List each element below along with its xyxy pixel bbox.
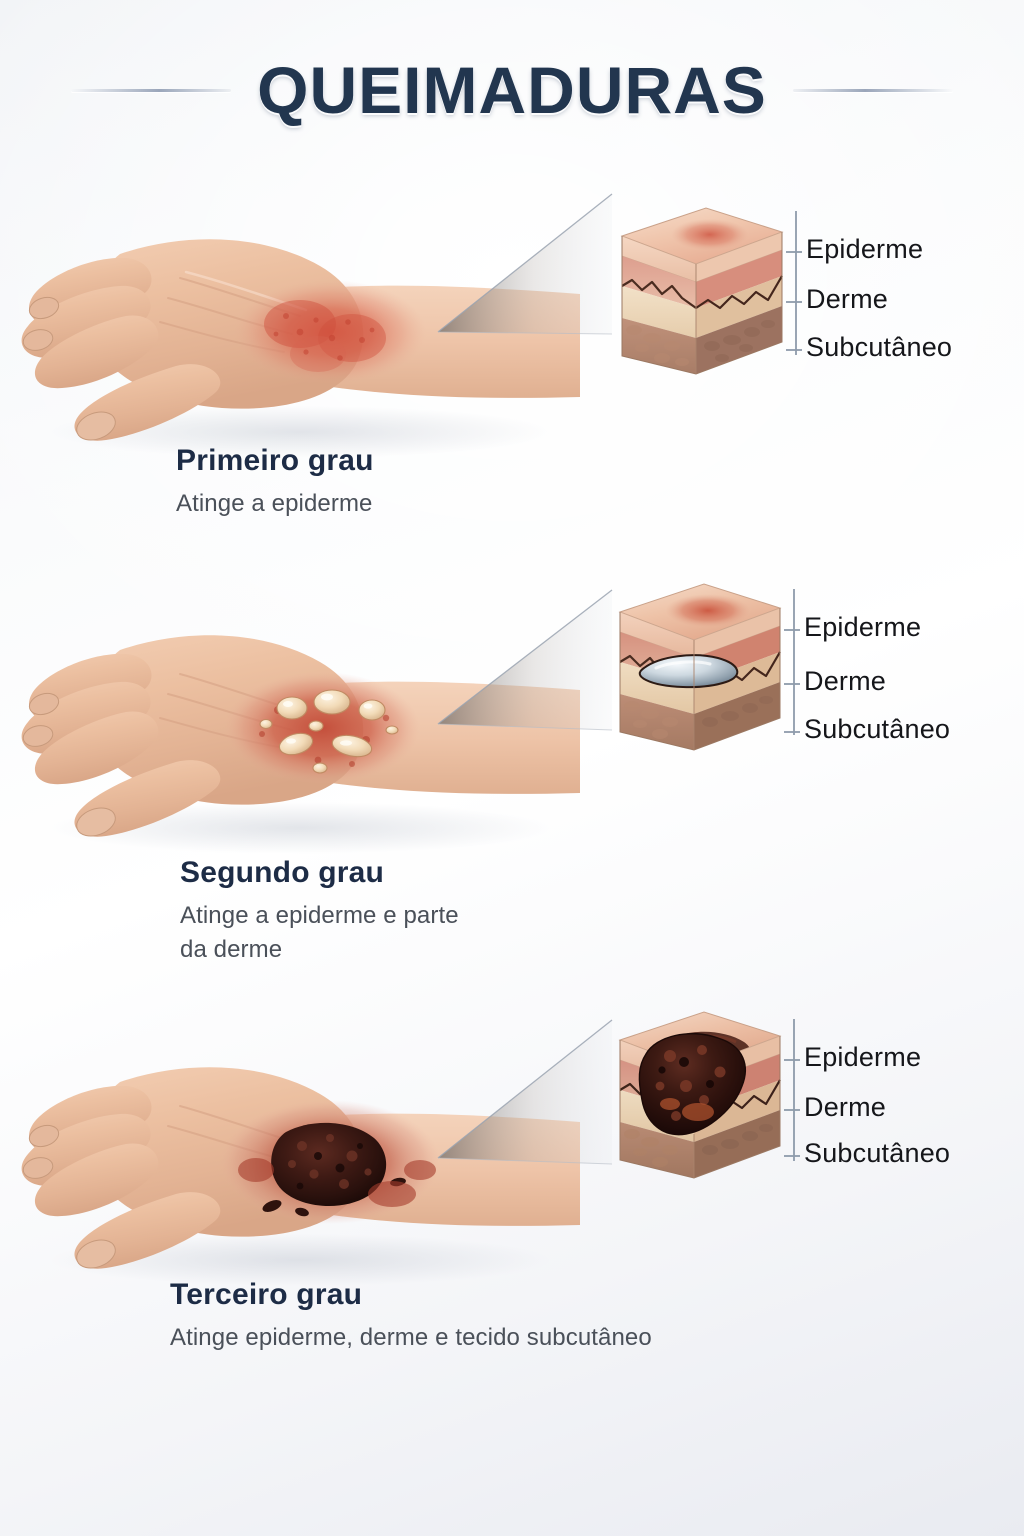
- layer-bracket-icon: [784, 1019, 800, 1161]
- section-second-degree: Epiderme Derme Subcutâneo Segundo grau A…: [0, 560, 1024, 990]
- caption-first-degree: Primeiro grau Atinge a epiderme: [176, 444, 374, 521]
- hand-first-degree-burn: [0, 182, 580, 482]
- layer-bracket-icon: [786, 211, 802, 355]
- label-subcutaneo: Subcutâneo: [804, 714, 951, 744]
- zoom-cone-icon: [437, 1019, 613, 1165]
- caption-title: Terceiro grau: [170, 1278, 363, 1311]
- label-epiderme: Epiderme: [804, 612, 922, 642]
- label-epiderme: Epiderme: [806, 234, 924, 264]
- skin-cross-section-second-degree: [598, 572, 798, 772]
- label-derme: Derme: [804, 666, 887, 696]
- page-title: QUEIMADURAS: [257, 53, 767, 127]
- hand-second-degree-burn: [0, 578, 580, 878]
- caption-description-line-1: Atinge a epiderme e parte: [180, 902, 459, 929]
- label-subcutaneo: Subcutâneo: [806, 332, 953, 362]
- caption-description: Atinge a epiderme e parte da derme: [180, 899, 459, 967]
- skin-cross-section-first-degree: [600, 196, 800, 396]
- caption-description-line-2: da derme: [180, 936, 283, 964]
- caption-title: Primeiro grau: [176, 444, 374, 477]
- caption-description: Atinge epiderme, derme e tecido subcutân…: [170, 1324, 652, 1351]
- section-first-degree: Epiderme Derme Subcutâneo Primeiro grau …: [0, 182, 1024, 562]
- hand-third-degree-burn: [0, 1010, 580, 1310]
- section-third-degree: Epiderme Derme Subcutâneo Terceiro grau …: [0, 988, 1024, 1408]
- label-subcutaneo: Subcutâneo: [804, 1138, 951, 1168]
- caption-description: Atinge a epiderme: [176, 490, 373, 517]
- title-rule-left-icon: [71, 88, 232, 92]
- zoom-cone-icon: [437, 193, 613, 335]
- label-derme: Derme: [804, 1092, 887, 1122]
- caption-third-degree: Terceiro grau Atinge epiderme, derme e t…: [170, 1278, 652, 1355]
- zoom-cone-icon: [437, 589, 613, 731]
- title-rule-right-icon: [792, 88, 953, 92]
- caption-title: Segundo grau: [180, 856, 385, 889]
- label-derme: Derme: [806, 284, 889, 314]
- skin-cross-section-third-degree: [598, 1000, 798, 1200]
- caption-second-degree: Segundo grau Atinge a epiderme e parte d…: [180, 856, 459, 967]
- page-header: QUEIMADURAS: [0, 52, 1024, 128]
- label-epiderme: Epiderme: [804, 1042, 922, 1072]
- layer-bracket-icon: [784, 589, 800, 735]
